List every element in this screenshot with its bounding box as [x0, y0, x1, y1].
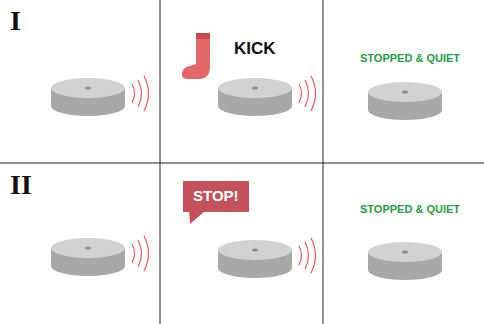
result-note: STOPPED & QUIET — [360, 203, 460, 215]
grid-line — [160, 0, 161, 324]
puck — [218, 240, 292, 278]
puck — [368, 242, 442, 280]
panel-number: I — [10, 6, 21, 37]
grid-line — [0, 163, 484, 164]
sound-waves — [299, 238, 316, 273]
puck — [218, 78, 292, 116]
action-word: KICK — [234, 40, 276, 59]
bubble-tail-shape — [189, 211, 205, 224]
grid-line — [323, 0, 324, 324]
sound-waves — [299, 76, 316, 111]
sound-waves — [132, 236, 149, 271]
bubble-tail — [187, 211, 209, 225]
puck — [51, 78, 125, 116]
bubble-text: STOP! — [193, 188, 239, 205]
puck — [368, 82, 442, 120]
panel-number: II — [10, 170, 32, 201]
sound-waves — [132, 76, 149, 111]
result-note: STOPPED & QUIET — [360, 52, 460, 64]
puck — [51, 238, 125, 276]
speech-bubble: STOP! — [183, 181, 249, 212]
sock — [182, 33, 210, 79]
